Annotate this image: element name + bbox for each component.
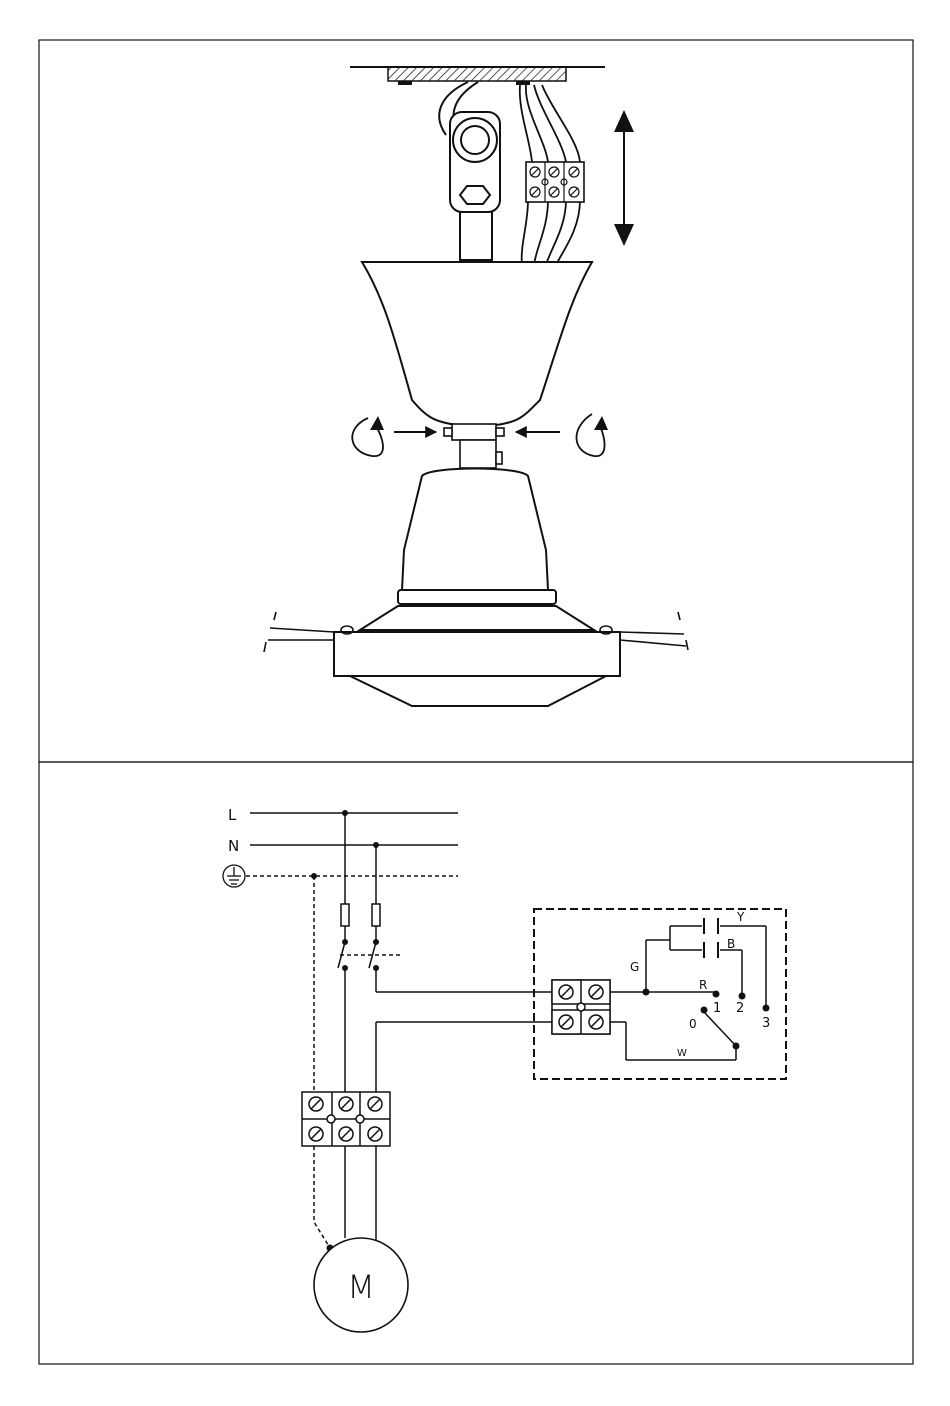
wire-label-b: B: [727, 937, 735, 951]
wire-label-y: Y: [736, 910, 745, 924]
bottom-panel-frame: [39, 762, 913, 1364]
circuit-wiring: [345, 968, 552, 1092]
regulator-terminal-block: [552, 980, 610, 1034]
canopy-icon: [362, 262, 592, 425]
contact-1: [713, 991, 720, 998]
installation-illustration: [264, 67, 688, 706]
wire-label-r: R: [699, 978, 707, 992]
motor-label: M: [347, 1268, 375, 1306]
junction-dot: [643, 989, 650, 996]
up-down-arrow-icon: [614, 110, 634, 246]
motor-earth-lead: [314, 1146, 330, 1248]
contact-3: [763, 1005, 770, 1012]
motor-leads: [345, 1146, 376, 1240]
terminal-block-icon: [526, 162, 584, 202]
ceiling-plate-icon: [388, 67, 566, 81]
contact-0: [701, 1007, 708, 1014]
plate-screw-left: [398, 81, 412, 85]
motor-housing-icon: [402, 469, 548, 591]
position-label-3: 3: [762, 1016, 770, 1031]
position-label-1: 1: [713, 1001, 721, 1016]
wiring-diagram: L N: [223, 806, 786, 1332]
mounting-bracket-icon: [439, 82, 500, 260]
wire-label-w: W: [677, 1048, 687, 1059]
double-pole-switch-icon: [338, 942, 402, 968]
fuse-icon: [372, 904, 380, 926]
selector-pivot: [733, 1043, 740, 1050]
neutral-label: N: [228, 837, 239, 855]
contact-2: [739, 993, 746, 1000]
fuse-icon: [341, 904, 349, 926]
capacitor-icon: [704, 918, 718, 958]
wire-label-g: G: [630, 960, 639, 974]
position-label-2: 2: [736, 1001, 744, 1016]
blade-flange: [334, 606, 620, 706]
motor-collar: [398, 590, 556, 604]
connector-block-icon: [302, 1092, 390, 1146]
canopy-coupling: [444, 424, 504, 468]
position-label-0: 0: [689, 1017, 697, 1031]
line-label: L: [228, 806, 237, 824]
plate-screw-right: [516, 81, 530, 85]
earth-ground-icon: [223, 865, 245, 887]
